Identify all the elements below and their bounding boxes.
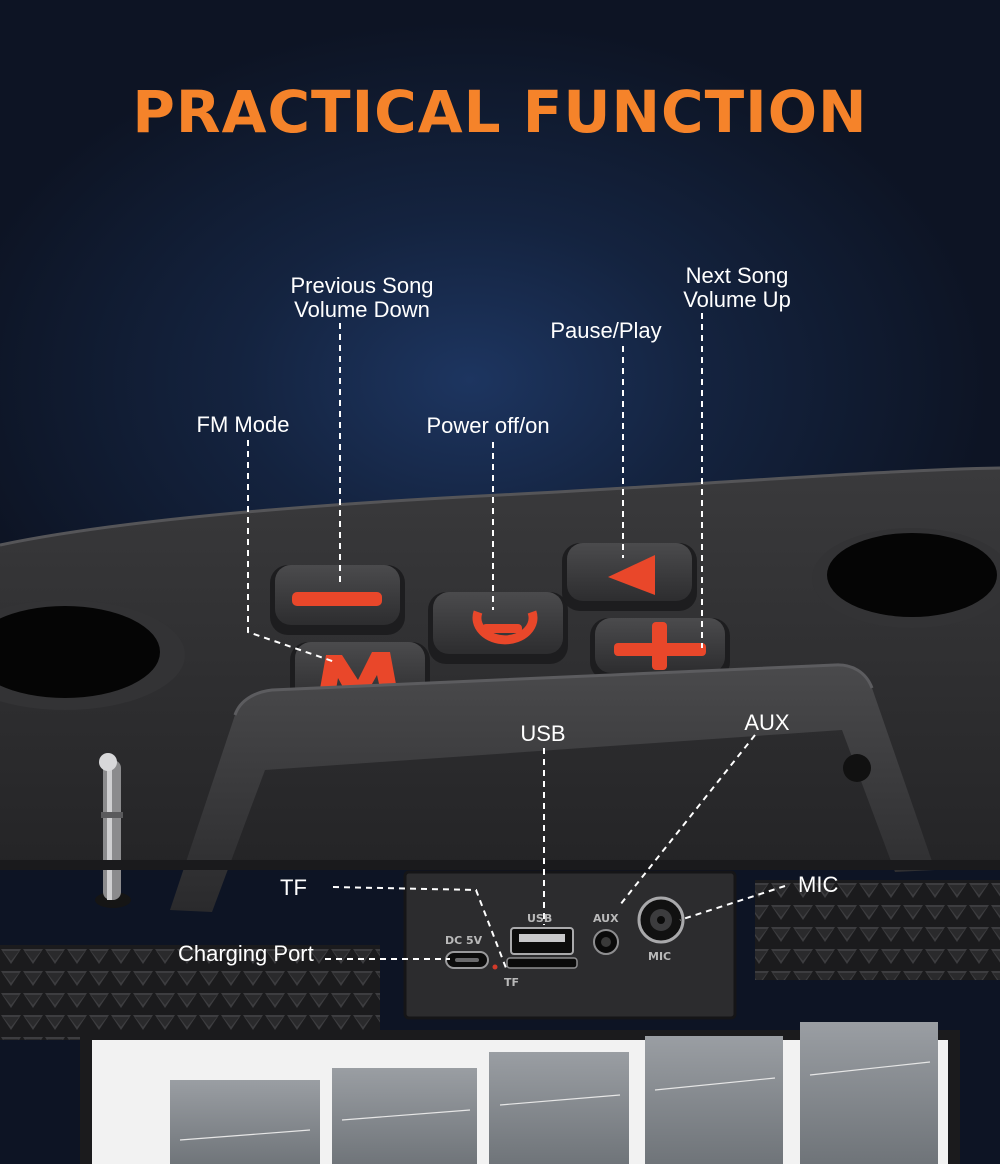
- carry-handle: [170, 664, 935, 912]
- button-power: [428, 592, 568, 664]
- power-label: Power off/on: [426, 413, 550, 438]
- dc-port-marking: DC 5V: [445, 934, 483, 947]
- usb-label: USB: [520, 721, 566, 746]
- previous-song-label: Previous Song Volume Down: [290, 274, 433, 322]
- play-icon: [608, 555, 655, 595]
- pause-play-label: Pause/Play: [550, 318, 662, 343]
- page-title: PRACTICAL FUNCTION: [132, 78, 868, 146]
- button-plus: [590, 618, 730, 680]
- volume-down-text: Volume Down: [294, 297, 430, 322]
- tf-slot: [506, 957, 578, 969]
- minus-icon: [292, 592, 382, 606]
- left-grille: [0, 945, 380, 1040]
- button-minus: [270, 565, 405, 635]
- next-song-label: Next Song Volume Up: [683, 264, 791, 312]
- solar-panel: [80, 1022, 960, 1164]
- tf-port-marking: TF: [504, 976, 520, 989]
- port-panel: [403, 870, 737, 1020]
- right-grille: [755, 880, 1000, 980]
- m-mode-icon: [318, 652, 398, 701]
- mic-label: MIC: [798, 872, 839, 897]
- button-play: [562, 543, 697, 611]
- plus-icon: [614, 622, 706, 670]
- fm-mode-label: FM Mode: [196, 412, 290, 437]
- previous-song-text: Previous Song: [290, 273, 434, 298]
- tf-label: TF: [280, 875, 307, 900]
- leader-lines: [247, 313, 786, 969]
- power-icon: [472, 610, 538, 645]
- usb-port-marking: USB: [527, 912, 553, 925]
- next-song-text: Next Song: [685, 263, 789, 288]
- aux-label: AUX: [744, 710, 790, 735]
- mic-port-marking: MIC: [648, 950, 672, 963]
- charging-port-label: Charging Port: [178, 941, 314, 966]
- volume-up-text: Volume Up: [683, 287, 791, 312]
- aux-port-marking: AUX: [593, 912, 619, 925]
